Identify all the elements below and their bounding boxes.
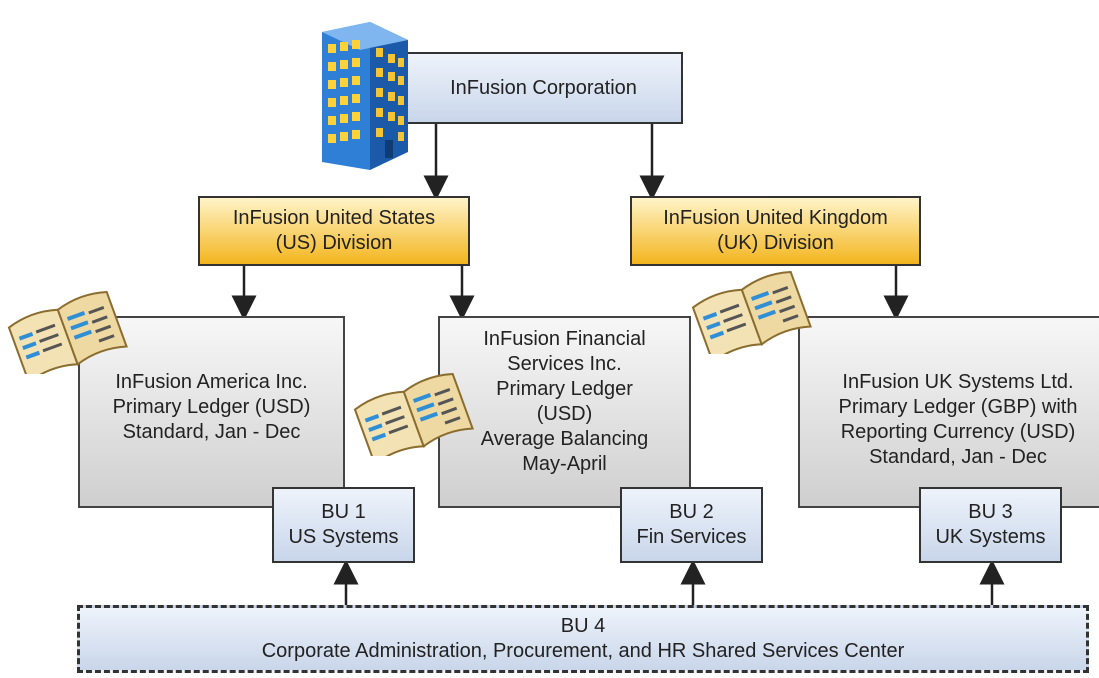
entity-line: Primary Ledger (496, 378, 633, 400)
bu2-name: BU 2 (669, 501, 714, 523)
corporation-box: InFusion Corporation (404, 52, 683, 124)
bu3-box: BU 3 UK Systems (919, 487, 1062, 563)
office-building-icon (322, 22, 408, 170)
shared-services-name: BU 4 (560, 615, 606, 637)
entity-line: Primary Ledger (USD) (112, 396, 311, 418)
entity-line: May-April (522, 453, 607, 475)
us-entity-box: InFusion America Inc. Primary Ledger (US… (78, 316, 345, 508)
uk-division-line1: InFusion United Kingdom (663, 207, 888, 229)
entity-line: InFusion America Inc. (115, 371, 308, 393)
bu1-box: BU 1 US Systems (272, 487, 415, 563)
entity-line: InFusion UK Systems Ltd. (842, 371, 1074, 393)
shared-services-box: BU 4 Corporate Administration, Procureme… (77, 605, 1089, 673)
ledger-book-icon (7, 290, 128, 374)
uk-division-box: InFusion United Kingdom (UK) Division (630, 196, 921, 266)
us-division-line1: InFusion United States (232, 207, 436, 229)
uk-division-line2: (UK) Division (717, 232, 834, 254)
bu3-name: BU 3 (968, 501, 1013, 523)
entity-line: Standard, Jan - Dec (869, 446, 1047, 468)
shared-services-desc: Corporate Administration, Procurement, a… (261, 640, 905, 662)
corporation-name: InFusion Corporation (450, 76, 637, 99)
fin-entity-box: InFusion Financial Services Inc. Primary… (438, 316, 691, 508)
entity-line: Reporting Currency (USD) (840, 421, 1076, 443)
bu2-box: BU 2 Fin Services (620, 487, 763, 563)
bu1-desc: US Systems (288, 526, 399, 548)
entity-line: Standard, Jan - Dec (122, 421, 301, 443)
ledger-book-icon (691, 270, 812, 354)
bu1-name: BU 1 (321, 501, 366, 523)
entity-line: (USD) (536, 403, 593, 425)
bu3-desc: UK Systems (935, 526, 1046, 548)
uk-entity-box: InFusion UK Systems Ltd. Primary Ledger … (798, 316, 1099, 508)
us-division-box: InFusion United States (US) Division (198, 196, 470, 266)
ledger-book-icon (353, 372, 474, 456)
entity-line: Services Inc. (507, 353, 622, 375)
entity-line: InFusion Financial (483, 328, 646, 350)
us-division-line2: (US) Division (275, 232, 393, 254)
entity-line: Primary Ledger (GBP) with (838, 396, 1078, 418)
entity-line: Average Balancing (480, 428, 649, 450)
bu2-desc: Fin Services (636, 526, 747, 548)
